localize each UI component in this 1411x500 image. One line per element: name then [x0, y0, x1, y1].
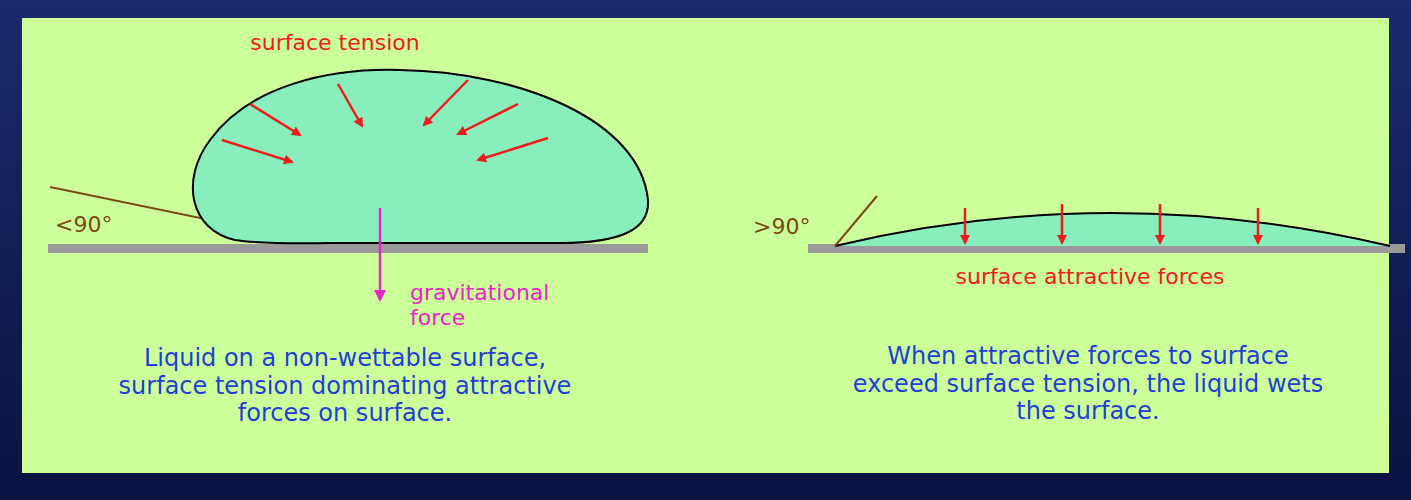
angle-label: <90° [55, 212, 145, 237]
liquid-film [835, 213, 1390, 246]
surface-tension-arrows [222, 80, 548, 162]
caption-text: When attractive forces to surface exceed… [848, 343, 1328, 426]
liquid-droplet [193, 70, 648, 243]
force-label: surface tension [175, 30, 495, 55]
solid-surface [48, 244, 648, 253]
angle-label: >90° [753, 214, 843, 239]
panel-background [22, 18, 1389, 473]
liquid-film-outline [835, 213, 1390, 246]
gravity-arrow [379, 208, 382, 300]
attractive-force-arrows [965, 204, 1258, 243]
contact-angle-line [835, 196, 877, 246]
force-label: gravitational force [410, 280, 585, 331]
force-label: surface attractive forces [890, 264, 1290, 289]
caption-text: Liquid on a non-wettable surface, surfac… [105, 345, 585, 428]
